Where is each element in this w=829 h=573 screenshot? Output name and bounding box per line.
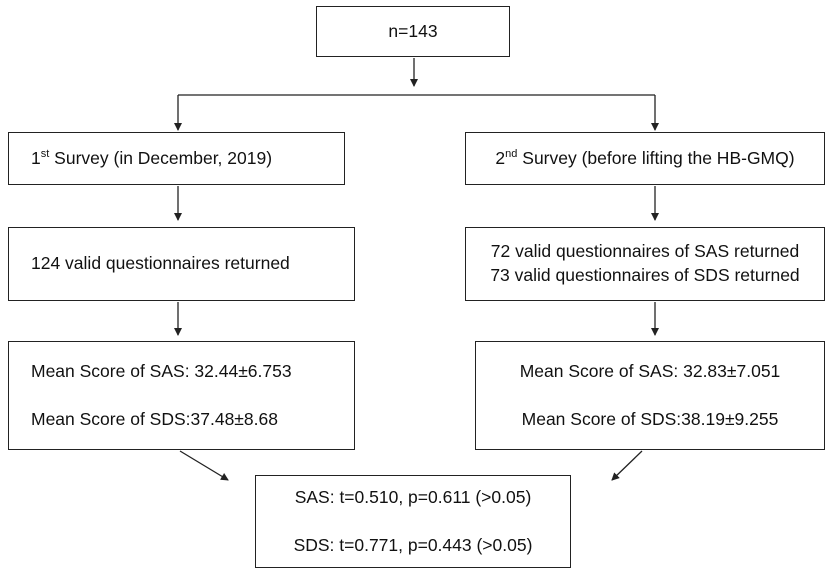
second-sds-score: Mean Score of SDS:38.19±9.255 bbox=[521, 408, 779, 429]
first-survey-box: 1st Survey (in December, 2019) bbox=[8, 132, 345, 185]
first-sas-score: Mean Score of SAS: 32.44±6.753 bbox=[31, 360, 292, 381]
second-returned-sas-label: 72 valid questionnaires of SAS returned bbox=[490, 241, 800, 262]
sds-comparison-result: SDS: t=0.771, p=0.443 (>0.05) bbox=[293, 534, 533, 555]
comparison-result-box: SAS: t=0.510, p=0.611 (>0.05) SDS: t=0.7… bbox=[255, 475, 571, 568]
second-returned-box: 72 valid questionnaires of SAS returned … bbox=[465, 227, 825, 301]
second-survey-ordinal-suffix: nd bbox=[505, 147, 518, 160]
first-survey-label: 1st Survey (in December, 2019) bbox=[31, 147, 272, 171]
arrow-right-scores-to-result bbox=[611, 450, 643, 481]
second-returned-sds-label: 73 valid questionnaires of SDS returned bbox=[490, 265, 800, 285]
first-returned-label: 124 valid questionnaires returned bbox=[31, 253, 290, 274]
first-survey-ordinal-suffix: st bbox=[40, 147, 50, 160]
second-sas-score: Mean Score of SAS: 32.83±7.051 bbox=[519, 360, 781, 381]
first-sds-score: Mean Score of SDS:37.48±8.68 bbox=[31, 408, 278, 429]
second-survey-ordinal: 2 bbox=[495, 147, 506, 168]
first-scores-box: Mean Score of SAS: 32.44±6.753 Mean Scor… bbox=[8, 341, 355, 450]
sas-comparison-result: SAS: t=0.510, p=0.611 (>0.05) bbox=[294, 486, 532, 507]
second-scores-box: Mean Score of SAS: 32.83±7.051 Mean Scor… bbox=[475, 341, 825, 450]
first-returned-box: 124 valid questionnaires returned bbox=[8, 227, 355, 301]
total-sample-label: n=143 bbox=[388, 20, 438, 41]
arrow-left-scores-to-result bbox=[179, 450, 229, 481]
first-survey-ordinal: 1 bbox=[31, 147, 41, 168]
total-sample-box: n=143 bbox=[316, 6, 510, 57]
second-survey-box: 2nd Survey (before lifting the HB-GMQ) bbox=[465, 132, 825, 185]
first-survey-text: Survey (in December, 2019) bbox=[49, 147, 273, 168]
second-survey-label: 2nd Survey (before lifting the HB-GMQ) bbox=[495, 147, 794, 171]
second-survey-text: Survey (before lifting the HB-GMQ) bbox=[517, 147, 795, 168]
